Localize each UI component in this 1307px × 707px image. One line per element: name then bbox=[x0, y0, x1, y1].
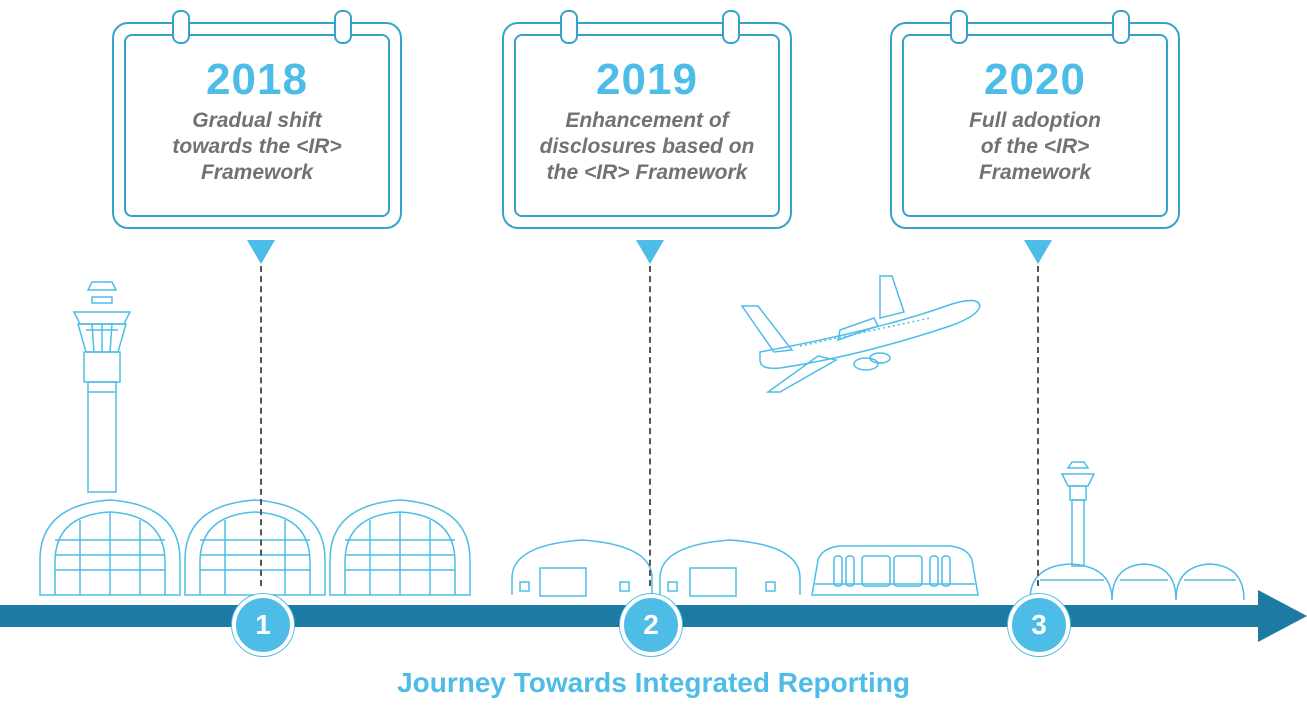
hangars-icon bbox=[511, 539, 801, 597]
pointer-triangle-icon bbox=[1024, 240, 1052, 264]
diagram-caption: Journey Towards Integrated Reporting bbox=[397, 667, 910, 698]
airplane-icon bbox=[740, 275, 981, 393]
milestone-year: 2020 bbox=[984, 55, 1086, 104]
calendar-ring-icon bbox=[334, 10, 352, 44]
milestone-card-2018: 2018 Gradual shift towards the <IR> Fram… bbox=[112, 10, 402, 229]
milestone-card-2019: 2019 Enhancement of disclosures based on… bbox=[502, 10, 792, 229]
milestone-marker-1: 1 bbox=[232, 594, 294, 656]
calendar-inner-frame bbox=[902, 34, 1168, 217]
calendar-ring-icon bbox=[950, 10, 968, 44]
milestone-description: Full adoption of the <IR> Framework bbox=[969, 109, 1101, 184]
terminal-domes-icon bbox=[39, 499, 471, 596]
calendar-ring-icon bbox=[172, 10, 190, 44]
connector-line bbox=[260, 266, 262, 586]
connector-line bbox=[1037, 266, 1039, 586]
calendar-ring-icon bbox=[1112, 10, 1130, 44]
calendar-frame bbox=[502, 22, 792, 229]
small-terminal-icon bbox=[1029, 461, 1245, 601]
connector-line bbox=[649, 266, 651, 586]
calendar-inner-frame bbox=[514, 34, 780, 217]
calendar-inner-frame bbox=[124, 34, 390, 217]
calendar-ring-icon bbox=[560, 10, 578, 44]
milestone-card-2020: 2020 Full adoption of the <IR> Framework bbox=[890, 10, 1180, 229]
milestone-marker-3: 3 bbox=[1008, 594, 1070, 656]
milestone-description: Gradual shift towards the <IR> Framework bbox=[172, 109, 342, 184]
calendar-frame bbox=[890, 22, 1180, 229]
pointer-triangle-icon bbox=[247, 240, 275, 264]
train-icon bbox=[811, 545, 979, 596]
calendar-ring-icon bbox=[722, 10, 740, 44]
milestone-marker-2: 2 bbox=[620, 594, 682, 656]
milestone-year: 2019 bbox=[596, 55, 698, 104]
pointer-triangle-icon bbox=[636, 240, 664, 264]
calendar-frame bbox=[112, 22, 402, 229]
control-tower-icon bbox=[72, 281, 132, 493]
milestone-year: 2018 bbox=[206, 55, 308, 104]
milestone-description: Enhancement of disclosures based on the … bbox=[539, 109, 755, 184]
